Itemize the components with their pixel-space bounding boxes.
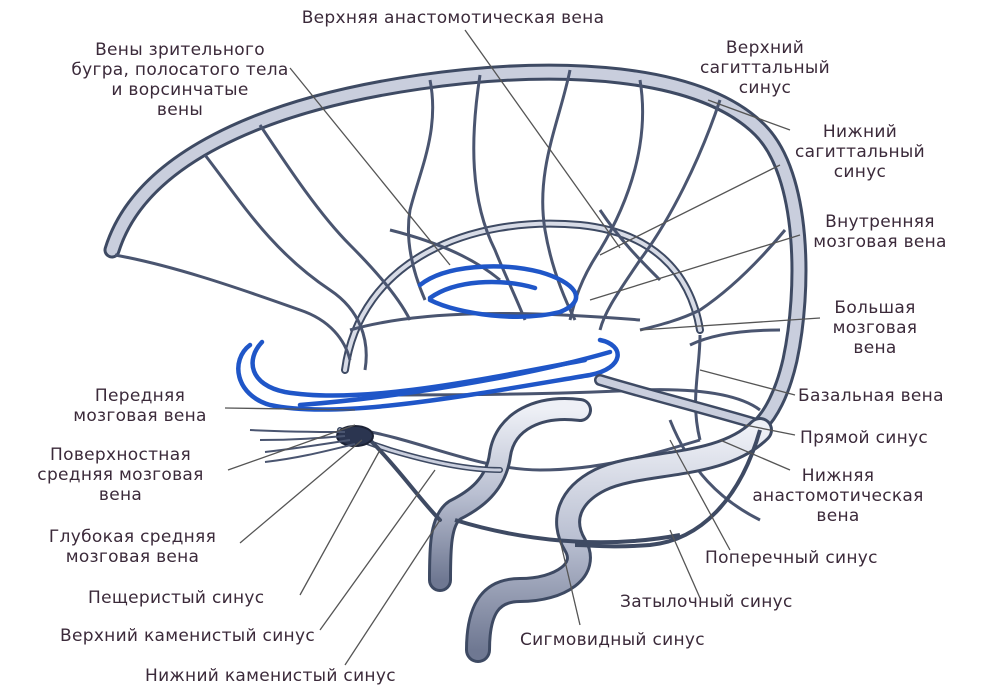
label-deep-middle-cerebral-vein: Глубокая средняя мозговая вена [20, 527, 245, 567]
label-great-cerebral-vein: Большая мозговая вена [815, 298, 935, 358]
label-inferior-sagittal-sinus: Нижний сагиттальный синус [780, 122, 940, 182]
label-inferior-petrosal-sinus: Нижний каменистый синус [145, 666, 445, 686]
label-transverse-sinus: Поперечный синус [705, 548, 925, 568]
label-internal-cerebral-vein: Внутренняя мозговая вена [790, 212, 970, 252]
straight-sinus-shape [600, 380, 760, 425]
superior-sagittal-sinus-shape [112, 72, 799, 425]
label-cavernous-sinus: Пещеристый синус [88, 588, 318, 608]
label-occipital-sinus: Затылочный синус [620, 592, 840, 612]
leader-lines [225, 30, 820, 665]
label-superficial-middle-cerebral-vein: Поверхностная средняя мозговая вена [8, 445, 233, 505]
label-sigmoid-sinus: Сигмовидный синус [520, 630, 740, 650]
label-superior-sagittal-sinus: Верхний сагиттальный синус [690, 38, 840, 98]
label-anterior-cerebral-vein: Передняя мозговая вена [55, 386, 225, 426]
inferior-sagittal-sinus-shape [345, 224, 700, 370]
label-inferior-anastomotic-vein: Нижняя анастомотическая вена [738, 466, 938, 526]
label-straight-sinus: Прямой синус [800, 428, 960, 448]
label-superior-petrosal-sinus: Верхний каменистый синус [60, 626, 380, 646]
label-thalamostriate-choroid-veins: Вены зрительного бугра, полосатого тела … [55, 40, 305, 120]
label-basal-vein: Базальная вена [798, 386, 988, 406]
label-superior-anastomotic-vein: Верхняя анастомотическая вена [258, 8, 648, 28]
